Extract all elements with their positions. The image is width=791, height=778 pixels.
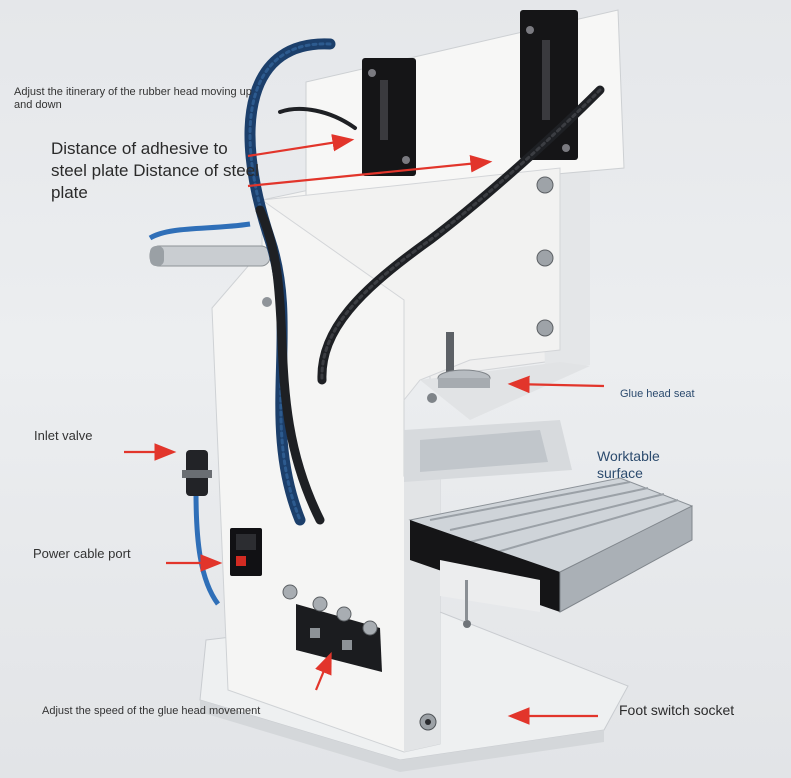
annotation-arrows xyxy=(124,134,605,725)
air-cylinder xyxy=(149,245,271,267)
stroke-adjust-bracket-left xyxy=(362,58,416,176)
label-stroke-adjust: Adjust the itinerary of the rubber head … xyxy=(14,86,252,112)
inlet-valve-fitting xyxy=(182,450,212,496)
arm-bolts xyxy=(262,176,554,337)
label-speed-adjust: Adjust the speed of the glue head moveme… xyxy=(42,705,261,717)
label-glue-head-seat: Glue head seat xyxy=(620,388,695,400)
arrow-stroke-adjust xyxy=(247,134,355,158)
air-hose xyxy=(148,221,251,606)
foot-switch-socket xyxy=(419,713,437,731)
power-socket xyxy=(230,528,262,576)
label-inlet-valve: Inlet valve xyxy=(34,428,93,443)
cable-bundle xyxy=(244,38,605,526)
table-recess xyxy=(404,420,572,482)
arrow-glue-head xyxy=(507,375,605,394)
label-power-port: Power cable port xyxy=(33,546,131,561)
label-worktable-surface: Worktable surface xyxy=(597,448,660,481)
worktable xyxy=(408,477,694,628)
label-foot-switch-socket: Foot switch socket xyxy=(619,702,735,718)
glue-head xyxy=(427,332,491,403)
arrow-speed-adjust xyxy=(314,651,332,691)
arrow-plate-distance xyxy=(247,154,493,188)
label-plate-distance: Distance of adhesive to steel plate Dist… xyxy=(51,139,259,202)
